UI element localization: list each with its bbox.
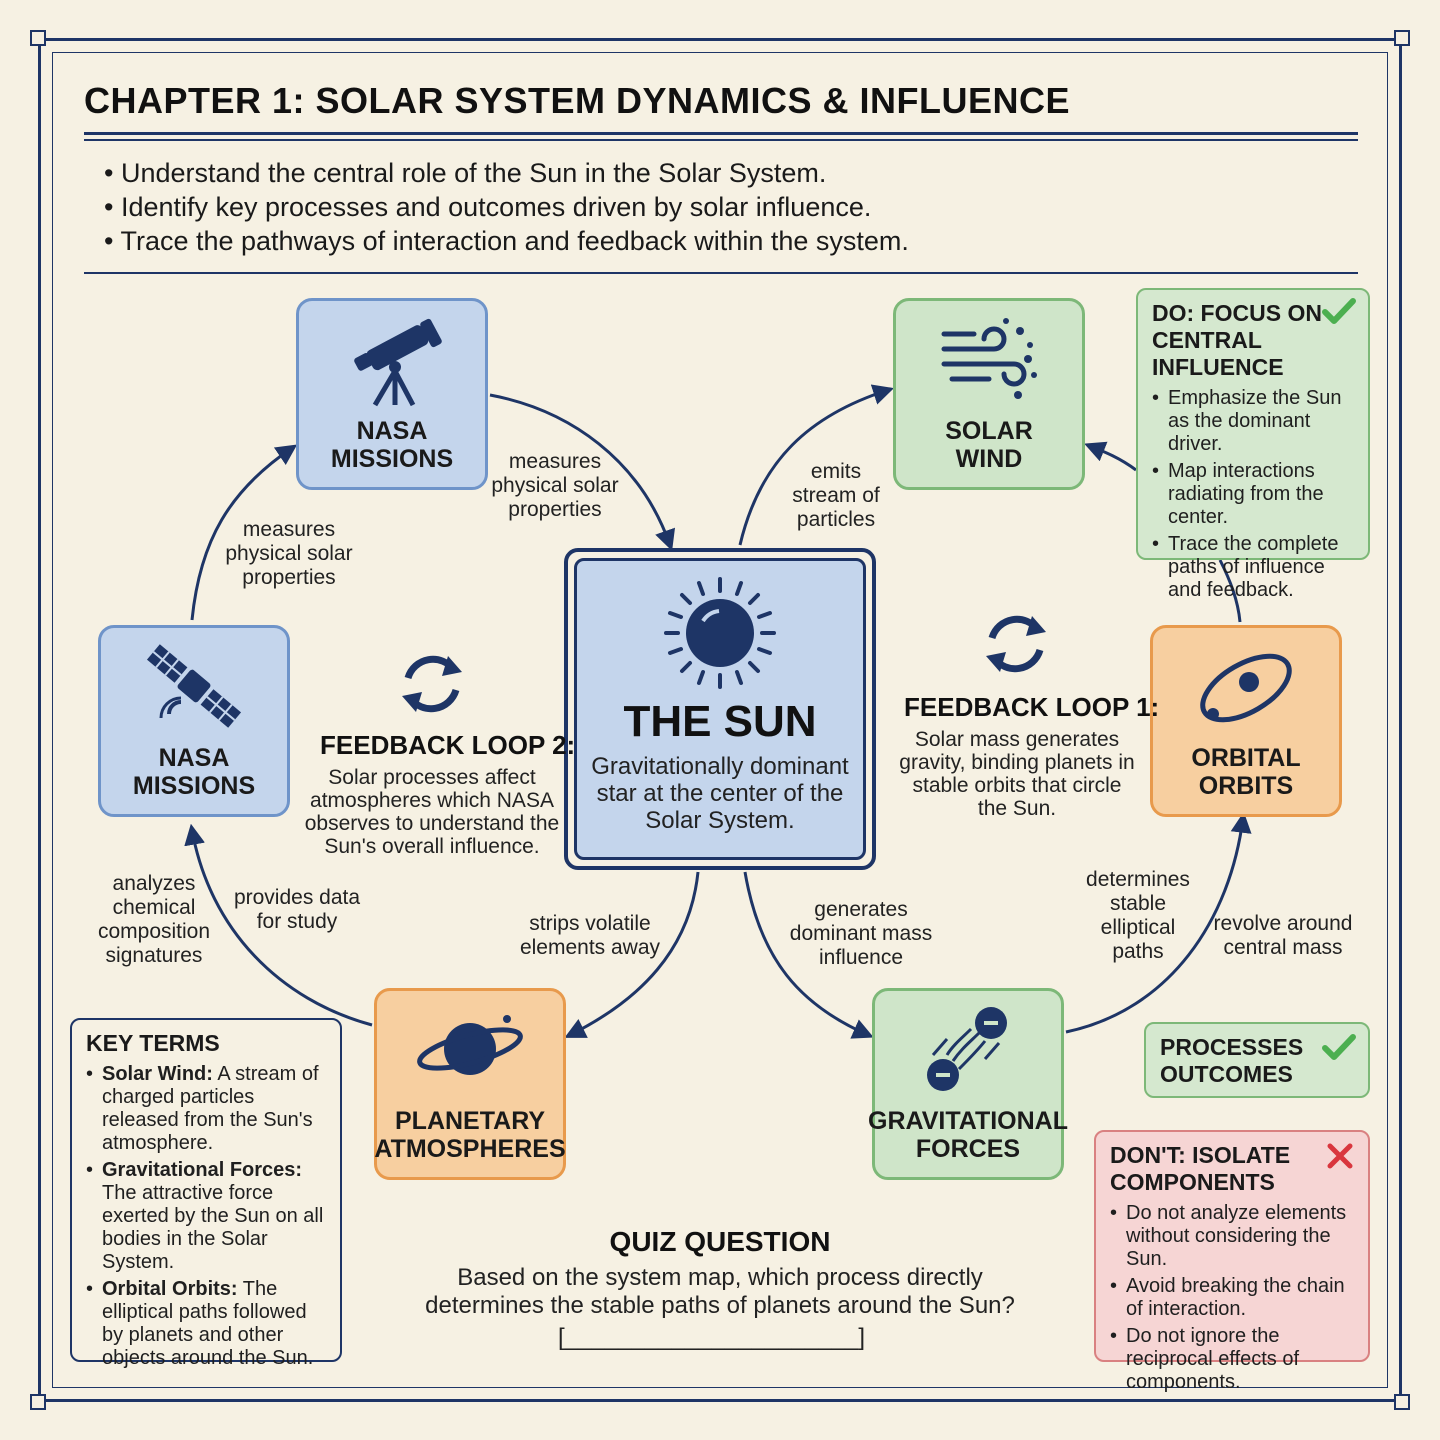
sun-title: THE SUN [623,697,817,746]
edge-label: revolve around central mass [1213,912,1353,959]
edge-label: measures physical solar properties [225,518,353,589]
edge-label: emits stream of particles [792,460,880,531]
arrow-planetary-to-nasa-left [184,823,373,1027]
node-nasa-missions-top[interactable]: NASA MISSIONS [296,298,488,490]
node-label: PLANETARY ATMOSPHERES [374,1107,566,1163]
objectives-list: Understand the central role of the Sun i… [104,156,909,258]
cross-icon [1327,1143,1353,1169]
processes-outcomes-panel: PROCESSES OUTCOMES [1144,1022,1370,1098]
edge-label: determines stable elliptical paths [1086,868,1190,963]
sun-icon [664,577,776,689]
feedback-loop-1-text: Solar mass generates gravity, binding pl… [899,728,1135,820]
frame-corner [30,1394,46,1410]
edge-label: provides data for study [233,886,361,933]
node-solar-wind[interactable]: SOLAR WIND [893,298,1085,490]
do-item: Map interactions radiating from the cent… [1152,460,1354,529]
feedback-loop-1-title: FEEDBACK LOOP 1: [904,692,1160,722]
feedback-loop-2-text: Solar processes affect atmospheres which… [304,766,560,858]
objectives-rule [84,272,1358,274]
processes-outcomes-title: PROCESSES OUTCOMES [1160,1034,1304,1087]
feedback-loop-2-title: FEEDBACK LOOP 2: [320,730,576,760]
frame-corner [1394,30,1410,46]
page-frame-inner [52,52,1388,1388]
edge-label: strips volatile elements away [519,912,661,959]
arrow-nasa-left-to-top [190,444,298,621]
page-frame-outer [38,38,1402,1402]
key-term-name: Solar Wind: [102,1063,213,1085]
node-planetary-atmospheres[interactable]: PLANETARY ATMOSPHERES [374,988,566,1180]
objective-item: Trace the pathways of interaction and fe… [104,224,908,258]
node-orbital-orbits[interactable]: ORBITAL ORBITS [1150,625,1342,817]
sun-description: Gravitationally dominant star at the cen… [591,753,849,834]
edge-label: analyzes chemical composition signatures [97,872,211,967]
node-label: ORBITAL ORBITS [1191,744,1301,800]
dont-panel: DON'T: ISOLATE COMPONENTS Do not analyze… [1094,1130,1370,1393]
objective-item: Identify key processes and outcomes driv… [104,190,909,224]
key-term-name: Orbital Orbits: [102,1278,238,1300]
gravity-icon [927,1007,1007,1091]
dont-panel-title: DON'T: ISOLATE COMPONENTS [1110,1142,1291,1195]
edge-label: generates dominant mass influence [789,898,933,969]
quiz-answer-blank[interactable]: [______________________] [558,1324,865,1351]
node-nasa-missions-left[interactable]: NASA MISSIONS [98,625,290,817]
frame-corner [1394,1394,1410,1410]
do-panel-title: DO: FOCUS ON CENTRAL INFLUENCE [1152,300,1322,380]
key-terms-title: KEY TERMS [86,1030,220,1056]
orbit-icon [1200,653,1292,723]
key-terms-panel: KEY TERMS Solar Wind: A stream of charge… [70,1018,342,1369]
arrow-sun-to-grav [743,871,874,1039]
edge-label: measures physical solar properties [491,450,619,521]
quiz-question: Based on the system map, which process d… [425,1264,1015,1319]
arrow-nasa-top-to-sun [489,393,675,551]
telescope-icon [354,318,442,407]
check-icon [1322,1034,1356,1060]
node-label: NASA MISSIONS [330,417,454,473]
check-icon [1322,298,1356,324]
node-the-sun[interactable]: THE SUN Gravitationally dominant star at… [564,548,876,870]
wind-icon [941,318,1037,399]
arrow-do-to-wind [1084,441,1137,472]
quiz-title: QUIZ QUESTION [609,1226,831,1257]
objective-item: Understand the central role of the Sun i… [104,156,909,190]
arrow-sun-to-planetary [564,871,700,1038]
key-term-definition: The attractive force exerted by the Sun … [102,1182,324,1273]
key-term-definition: A stream of charged particles released f… [102,1063,319,1154]
node-gravitational-forces[interactable]: GRAVITATIONAL FORCES [868,988,1068,1180]
title-rule-thin [84,139,1358,141]
refresh-loop-icon [986,615,1046,673]
key-term-name: Gravitational Forces: [102,1159,303,1181]
node-label: NASA MISSIONS [132,744,256,800]
planet-icon [417,1015,523,1075]
frame-corner [30,30,46,46]
do-item: Emphasize the Sun as the dominant driver… [1152,387,1354,456]
do-panel: DO: FOCUS ON CENTRAL INFLUENCE Emphasize… [1136,288,1370,601]
key-term-item: Orbital Orbits: The elliptical paths fol… [86,1278,326,1370]
dont-item: Do not ignore the reciprocal effects of … [1110,1325,1354,1394]
page-title: CHAPTER 1: SOLAR SYSTEM DYNAMICS & INFLU… [84,80,1071,121]
key-term-item: Solar Wind: A stream of charged particle… [86,1063,326,1155]
arrow-sun-to-wind [738,384,894,546]
arrow-grav-to-orbital [1065,811,1252,1034]
key-term-item: Gravitational Forces: The attractive for… [86,1159,326,1274]
key-term-definition: The elliptical paths followed by planets… [102,1278,314,1369]
node-label: GRAVITATIONAL FORCES [868,1107,1068,1163]
satellite-icon [146,644,242,728]
dont-item: Do not analyze elements without consider… [1110,1202,1354,1271]
node-label: SOLAR WIND [945,417,1033,473]
do-item: Trace the complete paths of influence an… [1152,533,1354,602]
refresh-loop-icon [402,655,462,713]
dont-item: Avoid breaking the chain of interaction. [1110,1275,1354,1321]
title-rule [84,132,1358,135]
